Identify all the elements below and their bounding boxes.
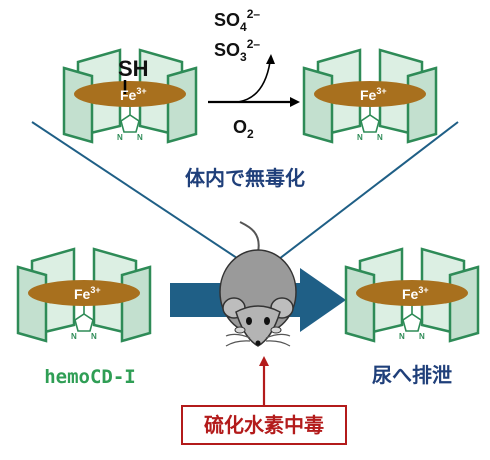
cyclodextrin-complex-icon: Fe3+ <box>302 48 438 144</box>
poisoning-box <box>181 405 347 445</box>
cyclodextrin-complex-icon: Fe3+ <box>344 247 480 343</box>
iron-label: Fe3+ <box>360 86 387 103</box>
excretion-caption: 尿へ排泄 <box>372 363 452 387</box>
poisoning-label: 硫化水素中毒 <box>204 413 324 437</box>
iron-label: Fe3+ <box>74 285 101 302</box>
sulfate-label: SO42– <box>214 7 260 34</box>
mouse-icon <box>219 221 297 347</box>
detox-caption: 体内で無毒化 <box>185 166 305 190</box>
funnel-line-right <box>261 121 459 273</box>
oxygen-label: O2 <box>233 117 254 141</box>
iron-label: Fe3+ <box>402 285 429 302</box>
thiol-label: SH <box>118 56 149 81</box>
reaction-arrow-icon <box>208 54 300 107</box>
sulfite-label: SO32– <box>214 37 260 64</box>
iron-label: Fe3+ <box>120 86 147 103</box>
compound-name: hemoCD-I <box>44 366 136 388</box>
funnel-line-left <box>31 121 259 273</box>
poison-arrow-icon <box>259 356 269 405</box>
cyclodextrin-complex-icon: Fe3+ <box>16 247 152 343</box>
cyclodextrin-complex-icon: SH Fe3+ <box>62 48 198 144</box>
